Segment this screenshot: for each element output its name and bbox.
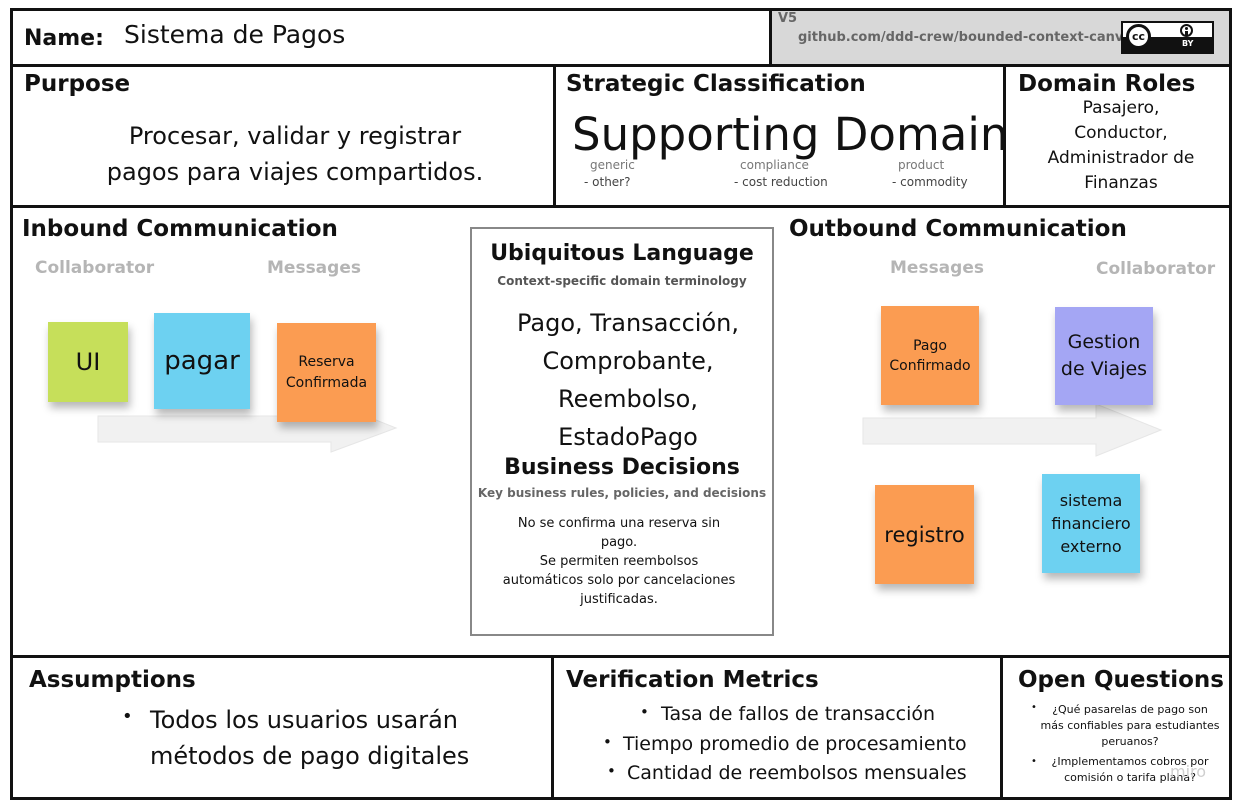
questions-title: Open Questions xyxy=(1018,667,1224,693)
roles-text: Pasajero, Conductor, Administrador de Fi… xyxy=(1010,96,1232,196)
divider-purpose xyxy=(553,64,556,207)
question-item: ¿Qué pasarelas de pago son más confiable… xyxy=(1040,703,1220,748)
decisions-subtitle: Key business rules, policies, and decisi… xyxy=(477,486,767,500)
sticky-pago-confirmado[interactable]: Pago Confirmado xyxy=(881,306,979,405)
question-item: ¿Implementamos cobros por comisión o tar… xyxy=(1051,755,1209,784)
version-label: V5 xyxy=(778,11,798,26)
strategic-title: Strategic Classification xyxy=(566,71,866,97)
divider-top xyxy=(10,205,1232,208)
ubiquitous-title: Ubiquitous Language xyxy=(490,241,754,266)
outbound-title: Outbound Communication xyxy=(789,216,1127,242)
sticky-text: Pago Confirmado xyxy=(889,337,971,374)
decision-line: pago. xyxy=(600,535,638,550)
metric-bullet-icon: • xyxy=(640,703,649,721)
sticky-text: sistema financiero externo xyxy=(1051,491,1131,556)
term-line: Pago, Transacción, xyxy=(517,309,739,337)
assumption-bullet-icon: • xyxy=(122,706,133,727)
sticky-text: pagar xyxy=(164,346,240,376)
repo-link[interactable]: github.com/ddd-crew/bounded-context-canv… xyxy=(798,30,1140,45)
attribution-person-icon xyxy=(1180,24,1193,37)
by-label: BY xyxy=(1182,39,1194,48)
assumptions-title: Assumptions xyxy=(29,667,196,693)
sticky-ui[interactable]: UI xyxy=(48,322,128,402)
strategic-value: Supporting Domain xyxy=(572,108,1009,161)
hint-cost-reduction: - cost reduction xyxy=(734,175,828,189)
metric-bullet-icon: • xyxy=(603,733,612,751)
purpose-line: pagos para viajes compartidos. xyxy=(106,158,484,186)
miro-watermark: miro xyxy=(1170,762,1207,781)
divider-name xyxy=(769,10,772,66)
context-name[interactable]: Sistema de Pagos xyxy=(124,20,346,49)
metric-bullet-icon: • xyxy=(607,762,616,780)
role-line: Pasajero, xyxy=(1082,98,1160,118)
divider-bottom xyxy=(10,655,1232,658)
hint-partial: product xyxy=(898,158,945,172)
name-label: Name: xyxy=(24,26,104,51)
inbound-messages-header: Messages xyxy=(267,258,361,278)
hint-other: - other? xyxy=(584,175,631,189)
sticky-gestion-de-viajes[interactable]: Gestion de Viajes xyxy=(1055,307,1153,405)
role-line: Finanzas xyxy=(1084,173,1158,193)
outbound-messages-header: Messages xyxy=(890,258,984,278)
decisions-title: Business Decisions xyxy=(504,455,740,480)
decision-line: automáticos solo por cancelaciones xyxy=(502,573,736,588)
purpose-line: Procesar, validar y registrar xyxy=(128,122,462,150)
ubiquitous-subtitle: Context-specific domain terminology xyxy=(497,274,747,288)
sticky-text: Reserva Confirmada xyxy=(285,353,368,391)
sticky-sistema-financiero-externo[interactable]: sistema financiero externo xyxy=(1042,474,1140,573)
outbound-arrow-icon xyxy=(862,403,1163,457)
term-line: Comprobante, xyxy=(542,347,714,375)
purpose-text: Procesar, validar y registrar pagos para… xyxy=(30,118,560,190)
metric-item: Tasa de fallos de transacción xyxy=(661,703,936,725)
hint-partial: compliance xyxy=(740,158,809,172)
inbound-title: Inbound Communication xyxy=(22,216,338,242)
sticky-text: UI xyxy=(75,348,101,376)
metrics-title: Verification Metrics xyxy=(566,667,819,693)
divider-metrics xyxy=(1000,655,1003,800)
sticky-pagar[interactable]: pagar xyxy=(154,313,250,409)
decision-line: No se confirma una reserva sin xyxy=(517,516,721,531)
divider-header xyxy=(10,64,1232,67)
cc-circle-icon: cc xyxy=(1126,24,1151,49)
decision-line: Se permiten reembolsos xyxy=(539,554,699,569)
role-line: Conductor, xyxy=(1074,123,1168,143)
sticky-registro[interactable]: registro xyxy=(875,485,974,584)
metric-item: Cantidad de reembolsos mensuales xyxy=(627,762,967,784)
roles-title: Domain Roles xyxy=(1018,71,1196,97)
question-bullet-icon: • xyxy=(1031,702,1037,713)
question-bullet-icon: • xyxy=(1031,756,1037,767)
sticky-text: Gestion de Viajes xyxy=(1060,331,1148,380)
term-line: Reembolso, xyxy=(558,385,698,413)
hint-commodity: - commodity xyxy=(892,175,968,189)
decision-line: justificadas. xyxy=(580,592,658,607)
divider-assumptions xyxy=(551,655,554,800)
hint-partial: generic xyxy=(590,158,635,172)
inbound-collaborator-header: Collaborator xyxy=(35,258,155,278)
ubiquitous-box xyxy=(470,227,774,636)
outbound-collaborator-header: Collaborator xyxy=(1096,259,1216,279)
assumption-item: Todos los usuarios usarán métodos de pag… xyxy=(150,706,470,770)
sticky-reserva-confirmada[interactable]: Reserva Confirmada xyxy=(277,323,376,422)
term-line: EstadoPago xyxy=(558,423,698,451)
sticky-text: registro xyxy=(884,522,965,547)
role-line: Administrador de xyxy=(1047,148,1195,168)
purpose-title: Purpose xyxy=(24,71,131,97)
decisions-text: No se confirma una reserva sin pago. Se … xyxy=(480,514,758,609)
ubiquitous-terms: Pago, Transacción, Comprobante, Reembols… xyxy=(470,304,786,456)
metric-item: Tiempo promedio de procesamiento xyxy=(623,733,967,755)
divider-strategic xyxy=(1003,64,1006,207)
canvas-frame xyxy=(10,8,1232,800)
cc-by-icon: cc BY xyxy=(1121,21,1214,54)
